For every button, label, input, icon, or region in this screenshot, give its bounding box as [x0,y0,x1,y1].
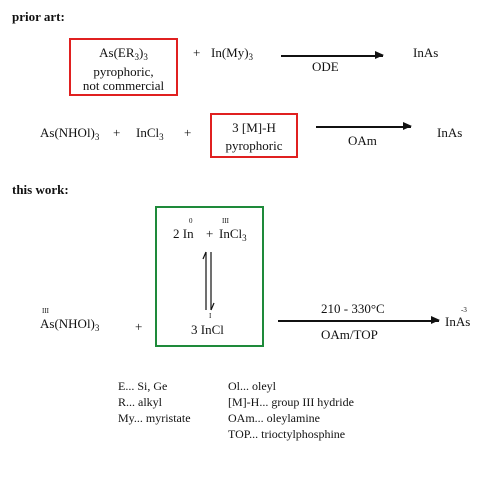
pyrophoric-note: pyrophoric, [93,64,154,79]
oxidation-state: I [209,312,212,320]
plus-sign: + [184,125,192,140]
as-nhol3-formula: As(NHOl)3 [40,125,100,142]
oxidation-state: -3 [461,306,467,314]
legend-item: E... Si, Ge [118,379,168,393]
product-inas: InAs [437,125,463,140]
legend-item: [M]-H... group III hydride [228,395,354,409]
legend-item: My... myristate [118,411,191,425]
temperature-condition: 210 - 330°C [321,301,385,316]
plus-sign: + [135,319,143,334]
hydride-box: 3 [M]-H pyrophoric [210,113,298,158]
plus-sign: + [193,45,201,60]
legend-item: Ol... oleyl [228,379,276,393]
pyrophoric-reagent-box: As(ER3)3 pyrophoric, not commercial [69,38,178,96]
abbreviation-legend-left: E... Si, Ge R... alkyl My... myristate [118,378,191,426]
in-my3-formula: In(My)3 [211,45,254,62]
prior-art-header: prior art: [12,9,65,24]
reaction-arrow [278,316,440,324]
this-work-header: this work: [12,182,69,197]
oxidation-state: 0 [189,217,193,225]
oxidation-state: III [222,217,229,225]
arrow-label-oam: OAm [348,133,377,148]
reaction-arrow [316,122,412,130]
solvent-condition: OAm/TOP [321,327,378,342]
oxidation-state: III [42,307,49,315]
equilibrium-arrows [202,251,215,311]
metal-hydride-formula: 3 [M]-H [232,120,276,135]
plus-sign: + [113,125,121,140]
incl3-formula: InCl3 [136,125,164,142]
legend-item: TOP... trioctylphosphine [228,427,346,441]
legend-item: OAm... oleylamine [228,411,320,425]
legend-item: R... alkyl [118,395,162,409]
plus-sign: + [206,226,214,241]
reaction-arrow [281,51,384,59]
incl3-formula: InCl3 [219,226,247,243]
abbreviation-legend-right: Ol... oleyl [M]-H... group III hydride O… [228,378,354,442]
arrow-label-ode: ODE [312,59,339,74]
product-inas: InAs [445,314,471,329]
as-er3-formula: As(ER3)3 [99,45,148,62]
pyrophoric-note: pyrophoric [225,138,283,153]
indium-metal-formula: 2 In [173,226,194,241]
incl-formula: 3 InCl [191,322,224,337]
not-commercial-note: not commercial [82,78,165,93]
as-nhol3-formula: As(NHOl)3 [40,316,100,333]
equilibrium-box: 0 2 In + III InCl3 I 3 InCl [155,206,264,347]
product-inas: InAs [413,45,439,60]
